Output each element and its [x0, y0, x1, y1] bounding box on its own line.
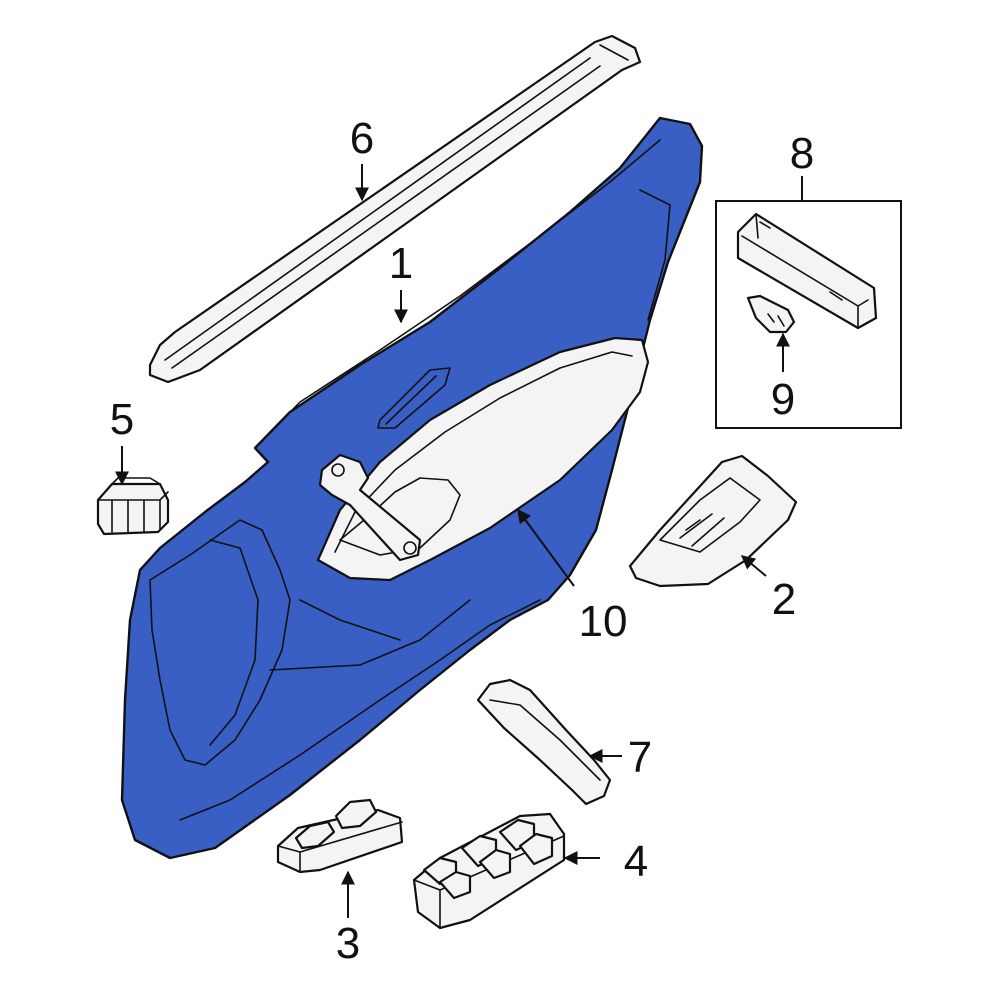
callout-8: 8 [790, 129, 814, 178]
callout-10: 10 [579, 597, 628, 646]
leader-2 [740, 555, 767, 577]
callout-7: 7 [628, 733, 652, 782]
inset-group-part-8 [715, 200, 902, 429]
belt-weatherstrip-part-6[interactable] [148, 34, 642, 384]
leader-lines [115, 164, 803, 918]
inset-frame [715, 200, 902, 429]
callout-6: 6 [350, 114, 374, 163]
window-switch-part-3[interactable] [276, 798, 404, 874]
callout-1: 1 [389, 239, 413, 288]
bulb-part-9[interactable] [746, 294, 796, 334]
leader-10 [517, 508, 575, 587]
callout-2: 2 [772, 575, 796, 624]
callout-5: 5 [110, 395, 134, 444]
callout-4: 4 [624, 837, 648, 886]
master-switch-part-4[interactable] [412, 812, 566, 930]
armrest-bezel-part-10[interactable] [316, 336, 650, 582]
switch-bezel-part-2[interactable] [628, 454, 798, 588]
armrest-pad-part-7[interactable] [476, 678, 612, 806]
switch-part-5[interactable] [96, 477, 170, 536]
courtesy-lamp-part-8[interactable] [736, 212, 878, 330]
callout-labels: 1 2 3 4 5 6 7 8 9 10 [110, 114, 814, 968]
callout-9: 9 [771, 375, 795, 424]
callout-3: 3 [336, 919, 360, 968]
